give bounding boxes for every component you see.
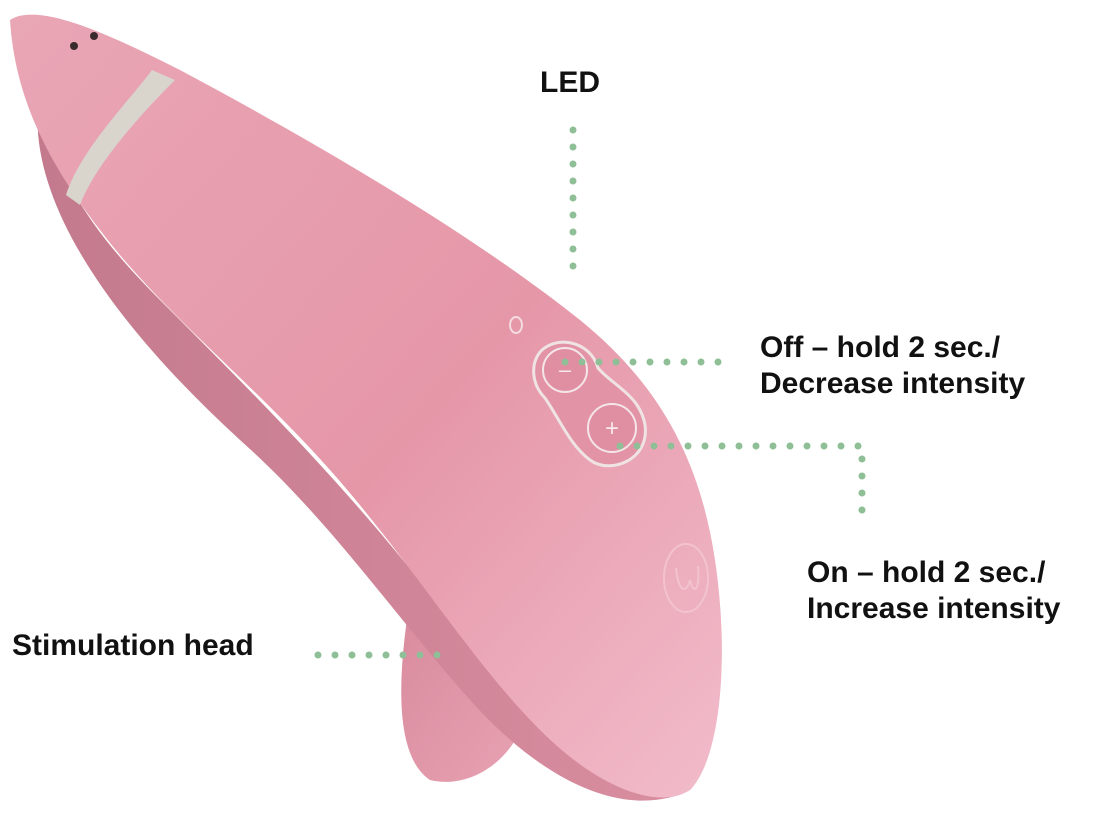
led-label: LED (540, 65, 600, 101)
charging-contact-icon (90, 32, 98, 40)
stimulation-head-label: Stimulation head (12, 628, 254, 664)
plus-icon: + (605, 415, 619, 442)
decrease-button[interactable]: – (543, 348, 587, 392)
increase-label-line2: Increase intensity (807, 591, 1060, 627)
increase-button[interactable]: + (588, 404, 636, 452)
decrease-label: Off – hold 2 sec./ Decrease intensity (760, 330, 1025, 402)
decrease-label-line2: Decrease intensity (760, 366, 1025, 402)
decrease-label-line1: Off – hold 2 sec./ (760, 330, 1025, 366)
increase-label-line1: On – hold 2 sec./ (807, 555, 1060, 591)
charging-contact-icon (70, 42, 78, 50)
stimulation-head-label-text: Stimulation head (12, 628, 254, 664)
led-label-text: LED (540, 65, 600, 101)
increase-label: On – hold 2 sec./ Increase intensity (807, 555, 1060, 627)
